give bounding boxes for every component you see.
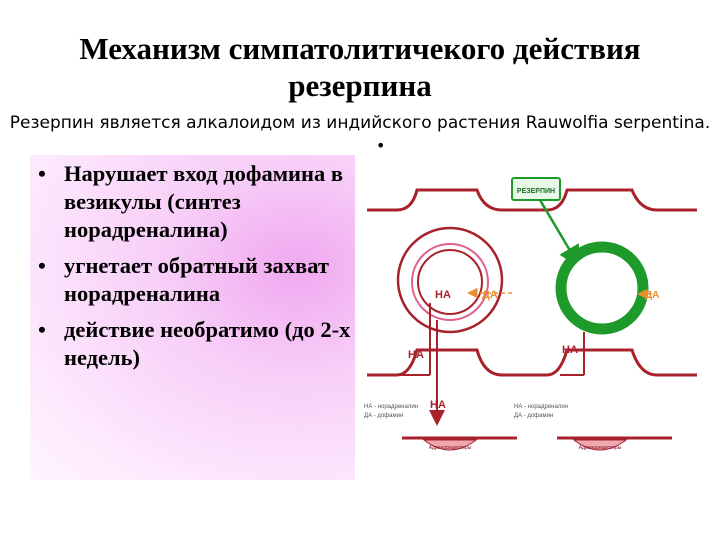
title-line-2: резерпина — [288, 68, 432, 103]
receptor — [572, 439, 628, 451]
receptor-label: Адренорецепторы — [429, 445, 472, 451]
receptor — [422, 439, 478, 451]
bullet-list: •Нарушает вход дофамина в везикулы (синт… — [36, 160, 356, 380]
title-line-1: Механизм симпатолитичекого действия — [79, 31, 641, 66]
bullet-item: •угнетает обратный захват норадреналина — [38, 253, 329, 306]
vesicle-inner — [411, 243, 489, 321]
na-label: НА — [430, 399, 446, 411]
da-label: ДА — [645, 290, 659, 301]
na-label: НА — [408, 349, 424, 361]
empty-bullet: • — [376, 136, 386, 155]
reserpine-label: РЕЗЕРПИН — [517, 188, 555, 195]
reserpine-box — [511, 177, 561, 201]
subtitle: Резерпин является алкалоидом из индийско… — [9, 113, 711, 133]
na-label: НА — [562, 344, 578, 356]
blocked-vesicle — [555, 241, 649, 335]
bullet-panel-background — [30, 155, 355, 480]
legend-text: НА - норадреналин — [514, 404, 568, 410]
legend-text: НА - норадреналин — [364, 404, 418, 410]
legend-text: ДА - дофамин — [514, 413, 553, 419]
da-label: ДА — [482, 289, 498, 301]
left-nerve-terminal: ДА НА НА НА НА - норадреналин ДА - дофам… — [364, 188, 537, 451]
bullet-item: •действие необратимо (до 2-х недель) — [38, 317, 351, 370]
na-label: НА — [435, 289, 451, 301]
vesicle-outer — [396, 226, 504, 334]
bullet-item: •Нарушает вход дофамина в везикулы (синт… — [38, 161, 344, 242]
slide-title: Механизм симпатолитичекого действия резе… — [0, 30, 720, 104]
receptor-label: Адренорецепторы — [579, 445, 622, 451]
legend-text: ДА - дофамин — [364, 413, 403, 419]
right-nerve-terminal: РЕЗЕРПИН ДА НА НА - норадреналин ДА - до… — [511, 177, 697, 451]
synapse-diagram: ДА НА НА НА НА - норадреналин ДА - дофам… — [364, 177, 697, 451]
